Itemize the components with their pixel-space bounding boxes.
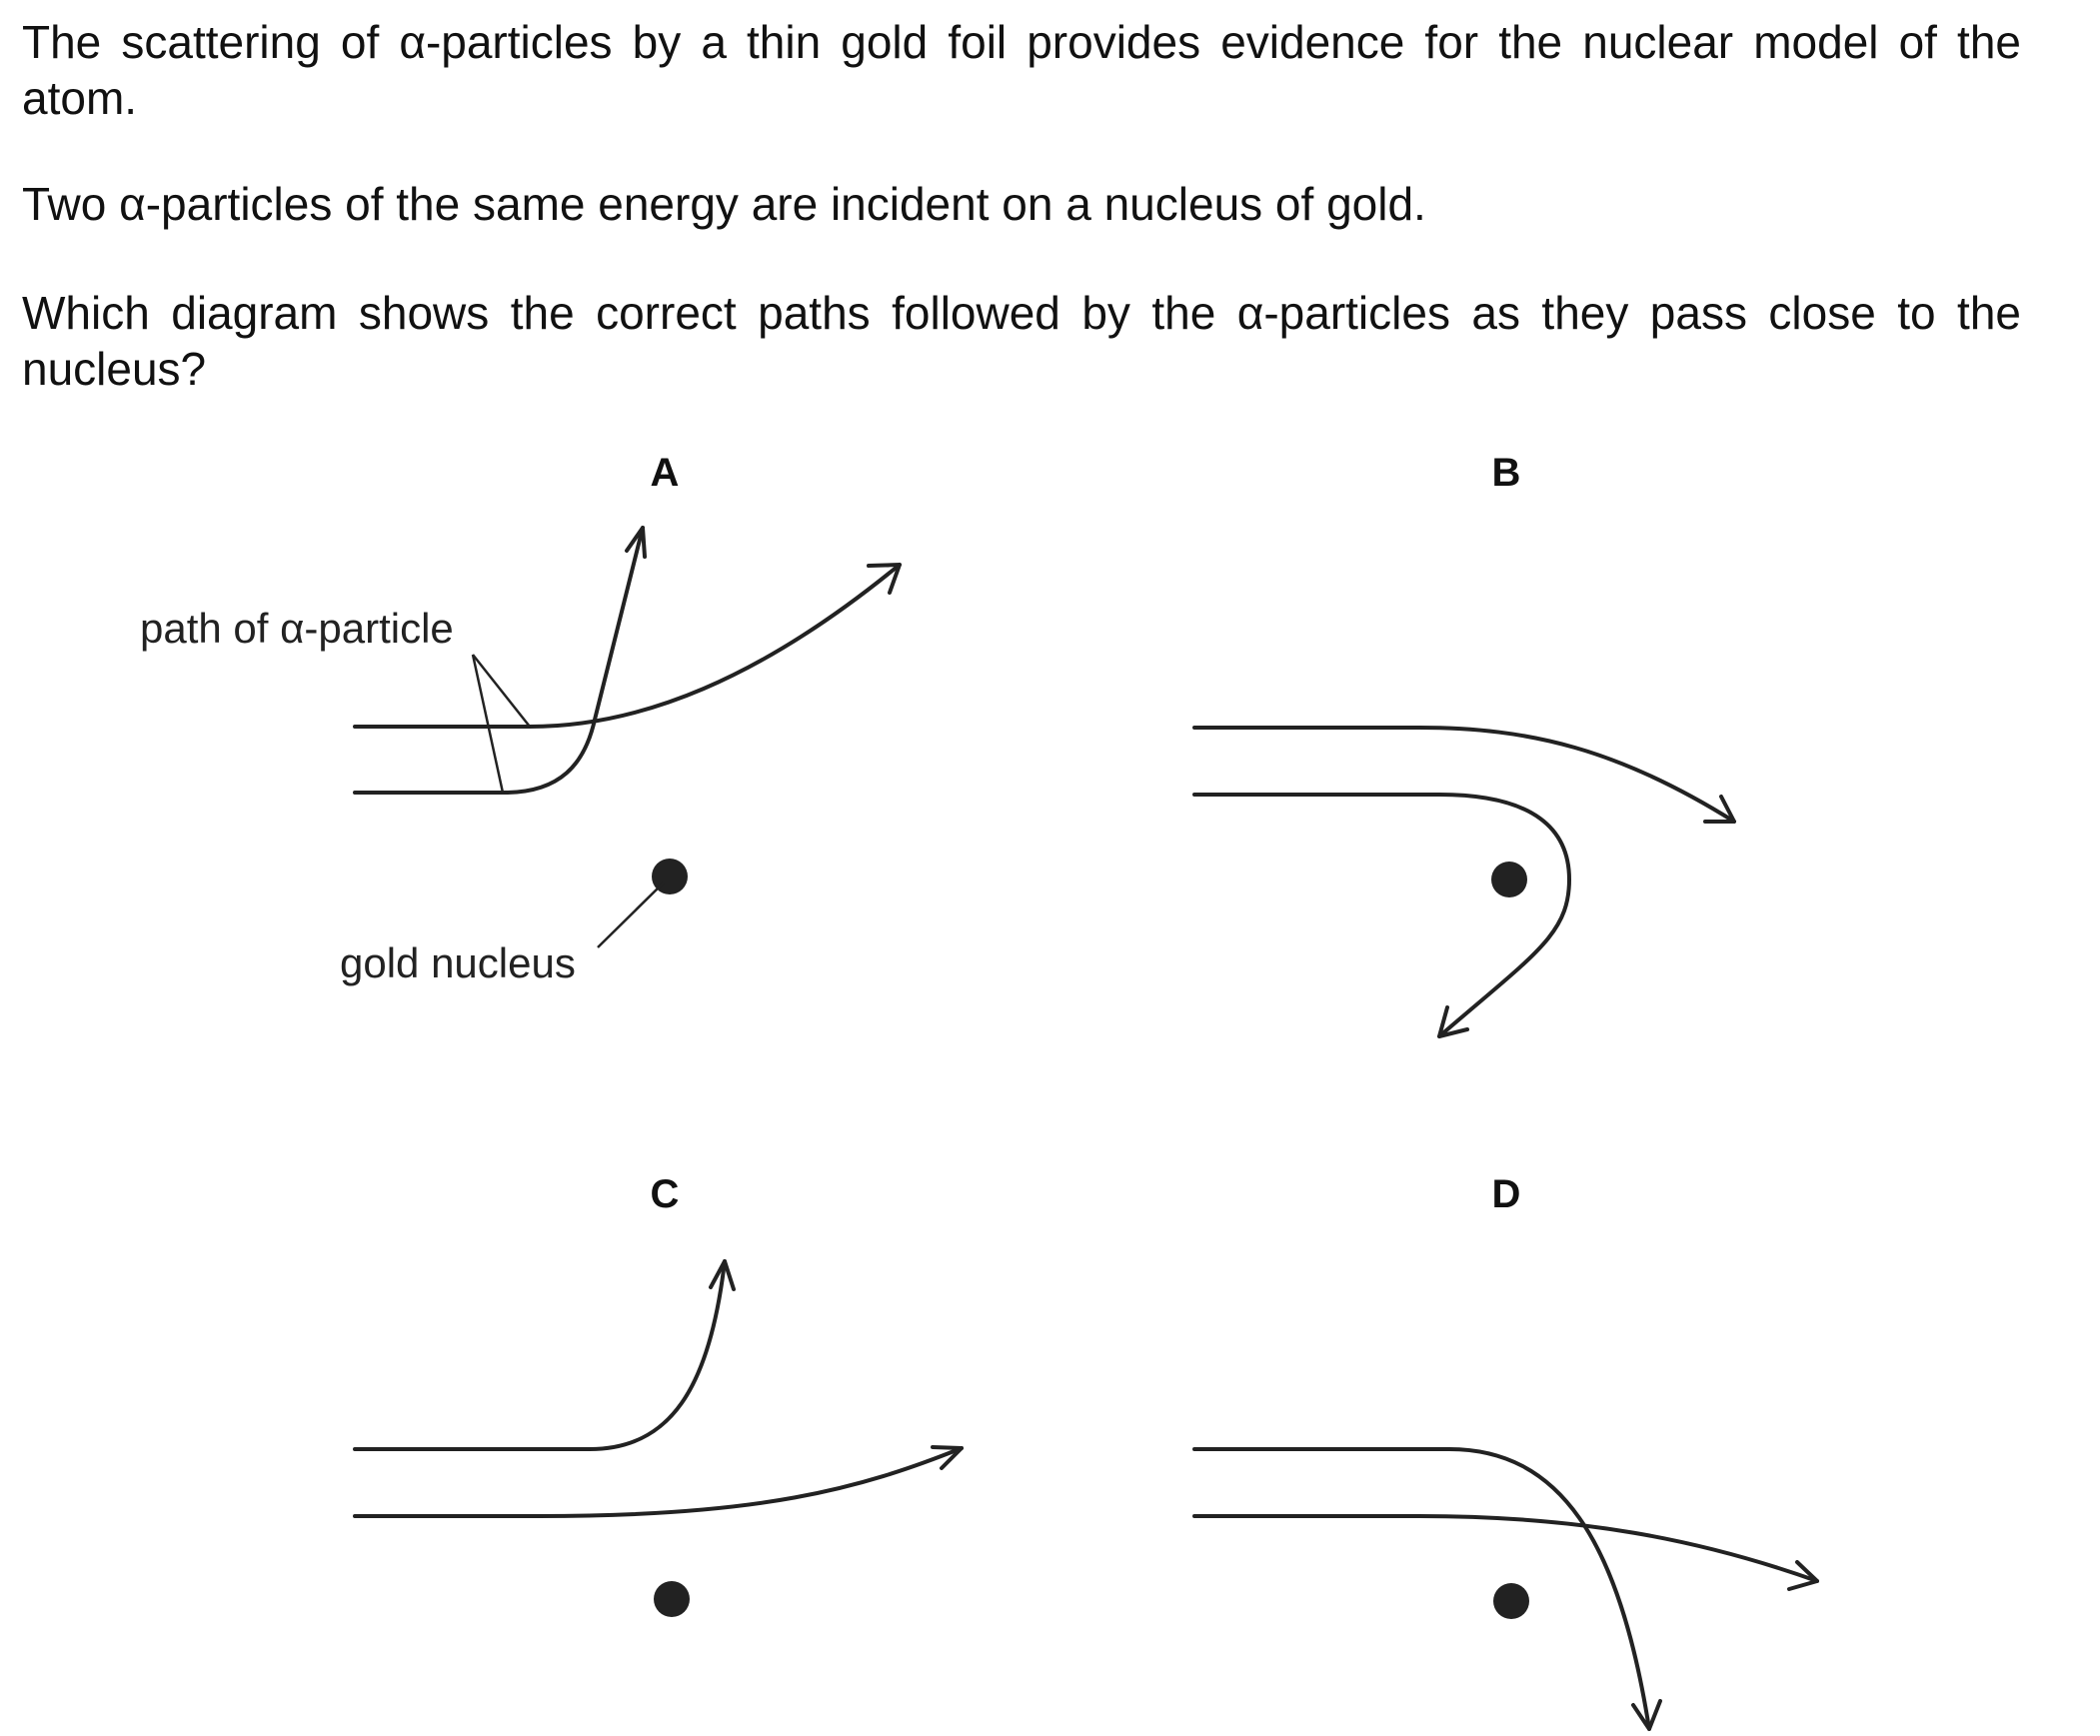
diagram-c-upper-arrowhead [709,1259,736,1291]
diagram-a: A path of α-particle gold nucleus [140,451,902,986]
diagram-b: B [1192,451,1736,1038]
diagram-d-lower-path [1192,1514,1819,1583]
diagram-d-upper-path [1192,1447,1651,1731]
path-label-leader-upper [472,654,531,728]
diagram-b-lower-path [1192,793,1571,1038]
question-prompt: Which diagram shows the correct paths fo… [22,287,2021,395]
diagram-b-upper-arrowhead [1703,795,1736,824]
option-a-label: A [651,451,680,495]
diagram-c-lower-arrowhead [931,1445,964,1470]
diagram-d: D [1192,1172,1819,1731]
gold-nucleus-label: gold nucleus [340,939,576,986]
diagram-a-upper-path [353,563,902,729]
question-intro: The scattering of α-particles by a thin … [22,16,2021,124]
diagram-c: C [353,1172,964,1617]
question-setup: Two α-particles of the same energy are i… [22,178,1426,230]
diagram-a-lower-arrowhead [625,526,647,559]
diagram-b-lower-arrowhead [1437,1005,1469,1038]
option-c-label: C [651,1172,680,1216]
diagram-a-upper-arrowhead [867,563,902,595]
path-of-alpha-particle-label: path of α-particle [140,605,454,652]
diagram-d-upper-arrowhead [1631,1699,1662,1731]
diagram-d-gold-nucleus [1493,1583,1529,1619]
diagram-c-gold-nucleus [654,1581,690,1617]
option-d-label: D [1492,1172,1521,1216]
diagram-c-lower-path [353,1446,964,1518]
nucleus-label-leader [597,881,665,948]
diagram-a-lower-path [353,526,645,795]
path-label-leader-lower [471,654,505,794]
diagram-b-upper-path [1192,726,1736,824]
diagram-d-lower-arrowhead [1787,1560,1819,1591]
diagram-c-upper-path [353,1259,727,1451]
option-b-label: B [1492,451,1521,495]
diagram-b-gold-nucleus [1491,862,1527,897]
